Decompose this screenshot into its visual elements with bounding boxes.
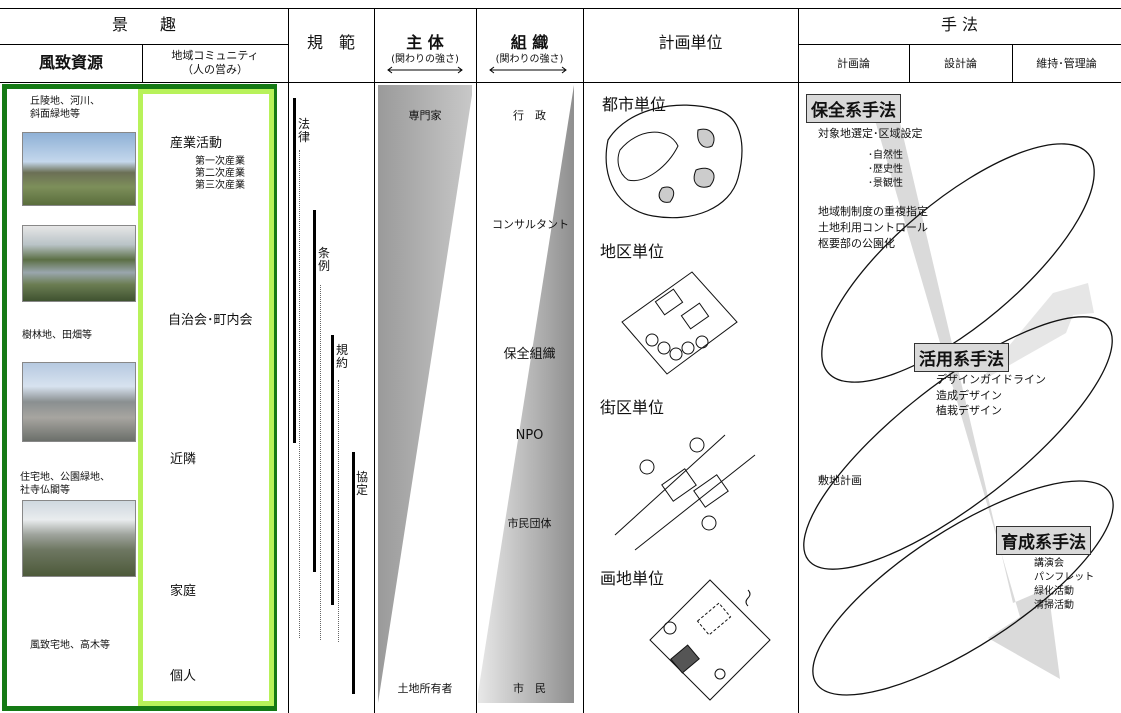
header-soshiki: 組 織 — [510, 33, 549, 52]
header-keikaku-ron: 計画論 — [837, 57, 870, 70]
method-hozen-item-6: 土地利用コントロール — [818, 221, 928, 234]
resource-frame-dark-green — [2, 84, 277, 711]
resource-label-3: 樹林地、田畑等 — [22, 330, 92, 341]
block-sketch — [614, 434, 756, 551]
header-divider-left — [0, 44, 288, 45]
method-hozen-item-3: ･歴史性 — [868, 164, 903, 175]
unit-kakuchi: 画地単位 — [600, 569, 665, 588]
norm-bar-horitsu — [293, 98, 296, 443]
norm-bar-jorei — [313, 210, 316, 572]
norm-kiyaku: 規約 — [335, 343, 348, 370]
header-shutai: 主 体 — [406, 33, 444, 52]
method-hozen-item-5: 地域制制度の重複指定 — [818, 205, 928, 218]
community-dai3: 第三次産業 — [195, 180, 245, 191]
method-hozen-item-4: ･景観性 — [868, 178, 903, 189]
org-npo: NPO — [515, 428, 544, 443]
header-kihan: 規 範 — [306, 33, 355, 52]
method-katsuyo-label: 活用系手法 — [914, 343, 1009, 372]
method-katsuyo-item-2: 造成デザイン — [936, 389, 1002, 402]
col-divider-6 — [798, 8, 799, 713]
community-kinrin: 近隣 — [170, 452, 197, 467]
method-katsuyo-item-3: 植栽デザイン — [936, 404, 1002, 417]
header-chiiki-community: 地域コミュニティ — [171, 49, 259, 62]
norm-kyotei: 協定 — [355, 470, 368, 497]
community-katei: 家庭 — [170, 584, 197, 599]
col-divider-2 — [288, 8, 289, 713]
norm-bar-kiyaku — [331, 335, 334, 605]
org-shimin-dantai: 市民団体 — [507, 517, 552, 530]
resource-label-4: 住宅地、公園緑地、 — [20, 472, 110, 483]
col-divider-3 — [374, 8, 375, 713]
method-hozen-item-7: 枢要部の公園化 — [818, 237, 895, 250]
org-hozen-soshiki: 保全組織 — [503, 347, 556, 362]
method-ikusei-item-3: 緑化活動 — [1034, 586, 1074, 597]
header-shutai-sub: (関わりの強さ) — [391, 54, 459, 65]
norm-dotted-horitsu — [299, 150, 300, 638]
col-divider-1 — [142, 44, 143, 82]
header-sekkei-ron: 設計論 — [944, 57, 977, 70]
unit-gaiku: 街区単位 — [600, 398, 665, 417]
community-sangyo: 産業活動 — [170, 136, 223, 151]
org-consultant: コンサルタント — [492, 218, 569, 231]
org-shimin: 市 民 — [513, 682, 546, 695]
resource-label-6: 風致宅地、高木等 — [30, 640, 110, 651]
header-soshiki-sub: (関わりの強さ) — [495, 54, 564, 65]
col-divider-4 — [476, 8, 477, 713]
photo-hills-image — [22, 132, 136, 206]
method-hozen-label: 保全系手法 — [806, 94, 901, 123]
header-bottom-border — [0, 82, 1121, 83]
method-ikusei-item-2: パンフレット — [1034, 572, 1095, 583]
header-divider-right — [798, 44, 1121, 45]
header-keikaku-tani: 計画単位 — [658, 33, 723, 52]
unit-toshi: 都市単位 — [602, 95, 667, 114]
header-iji-kanri-ron: 維持･管理論 — [1036, 57, 1097, 70]
header-keishu: 景 趣 — [111, 15, 176, 34]
method-katsuyo-item-1: デザインガイドライン — [936, 373, 1046, 386]
resource-label-2: 斜面緑地等 — [30, 109, 80, 120]
community-dai2: 第二次産業 — [195, 168, 245, 179]
header-fuchi-shigen: 風致資源 — [38, 53, 103, 72]
header-shuho: 手 法 — [940, 15, 979, 34]
community-kojin: 個人 — [170, 669, 197, 684]
col-divider-7 — [909, 44, 910, 82]
method-hozen-item-2: ･自然性 — [868, 150, 903, 161]
col-divider-5 — [583, 8, 584, 713]
photo-river-image — [22, 225, 136, 302]
norm-bar-kyotei — [352, 452, 355, 694]
community-frame-light-green — [138, 89, 274, 706]
method-ikusei-item-4: 清掃活動 — [1034, 600, 1074, 611]
method-ikusei-item-1: 講演会 — [1034, 558, 1064, 569]
community-jichikai: 自治会･町内会 — [168, 313, 253, 328]
district-sketch — [621, 271, 738, 375]
norm-dotted-jorei — [320, 285, 321, 640]
photo-residential-image — [22, 500, 136, 577]
top-border — [0, 8, 1121, 9]
actor-top: 専門家 — [408, 109, 442, 122]
header-hito-no-itonami: （人の営み） — [182, 63, 248, 76]
actor-org-bands — [378, 85, 574, 703]
photo-city-image — [22, 362, 136, 442]
resource-label-1: 丘陵地、河川、 — [30, 96, 100, 107]
col-divider-8 — [1012, 44, 1013, 82]
resource-label-5: 社寺仏閣等 — [20, 485, 70, 496]
method-shikichi: 敷地計画 — [818, 474, 862, 487]
method-ikusei-label: 育成系手法 — [996, 526, 1091, 555]
org-gyosei: 行 政 — [513, 109, 546, 122]
unit-chiku: 地区単位 — [600, 242, 665, 261]
header-arrows — [387, 66, 567, 74]
actor-bottom: 土地所有者 — [397, 682, 453, 695]
lot-sketch — [649, 579, 771, 701]
method-hozen-item-1: 対象地選定･区域設定 — [818, 127, 923, 140]
norm-dotted-kiyaku — [338, 380, 339, 642]
city-map-sketch — [605, 104, 743, 219]
community-dai1: 第一次産業 — [195, 156, 245, 167]
norm-horitsu: 法律 — [297, 117, 310, 144]
norm-jorei: 条例 — [317, 246, 330, 273]
